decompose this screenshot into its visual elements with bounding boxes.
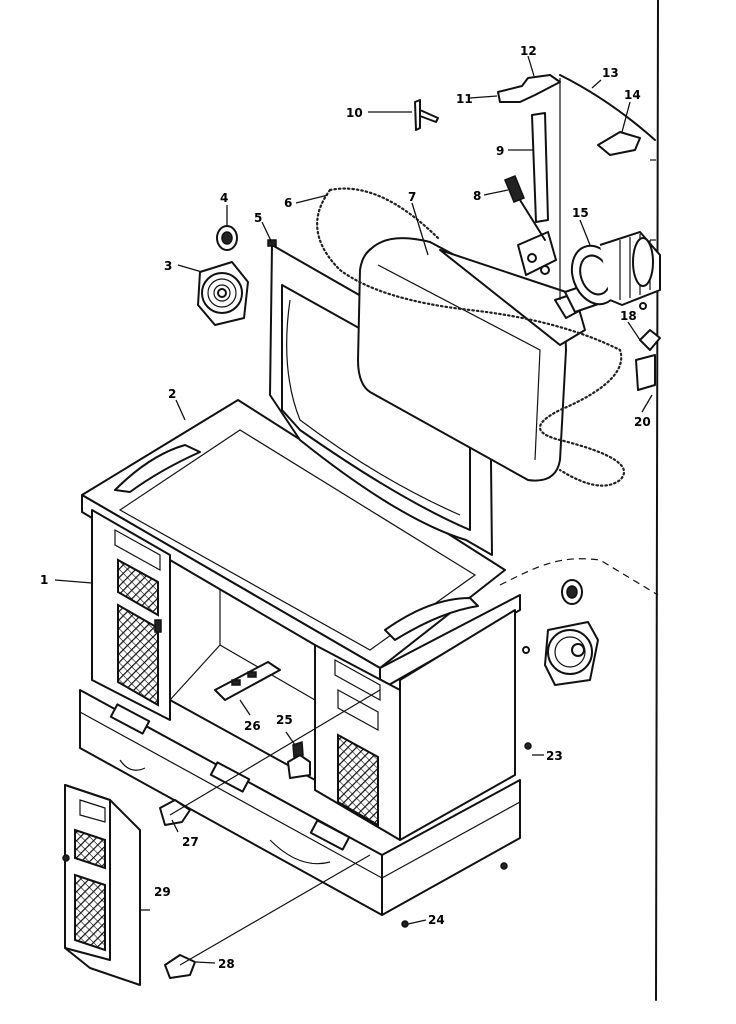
alignment-line-upper [169,689,381,816]
mounting-plate [635,354,656,391]
callout-4: 4 [220,191,228,205]
screw-23a [522,646,530,654]
wall-line [650,0,659,1001]
cabinet [79,399,521,916]
door-latch [287,740,311,779]
floor-outline [499,558,659,596]
callout-labels: 1 2 3 4 5 6 7 8 9 10 11 12 13 14 15 18 2… [40,44,651,971]
tube-clip [497,74,561,103]
callout-11: 11 [456,92,473,106]
picture-tube [357,237,611,482]
callout-6: 6 [284,196,292,210]
shelf-bracket [214,661,281,701]
speaker-right [544,579,599,686]
door-panel [62,784,141,986]
screw-24 [401,920,409,928]
cable-clip [639,329,661,351]
callout-15: 15 [572,206,589,220]
callout-7: 7 [408,190,416,204]
degaussing-coil [316,188,626,487]
callout-14: 14 [624,88,641,102]
callout-10: 10 [346,106,363,120]
callout-18: 18 [620,309,637,323]
callout-2: 2 [168,387,176,401]
callout-27: 27 [182,835,199,849]
ground-strap [559,74,656,141]
l-bracket [414,99,439,131]
callout-25: 25 [276,713,293,727]
strap-bracket [597,131,641,156]
support-bracket [504,78,561,300]
speaker-bracket-left [216,225,238,251]
callout-leaders [54,55,653,964]
callout-3: 3 [164,259,172,273]
callout-20: 20 [634,415,651,429]
callout-24: 24 [428,913,445,927]
callout-12: 12 [520,44,537,58]
screw-23b [524,742,532,750]
speaker-left [197,261,249,326]
degaussing-coil-upper [328,187,442,242]
mask-frame [267,239,493,556]
callout-26: 26 [244,719,261,733]
callout-23: 23 [546,749,563,763]
callout-29: 29 [154,885,171,899]
alignment-line-lower [179,854,371,966]
callout-9: 9 [496,144,504,158]
callout-1: 1 [40,573,48,587]
callout-8: 8 [473,189,481,203]
deflection-yoke [570,231,661,310]
callout-28: 28 [218,957,235,971]
callout-5: 5 [254,211,262,225]
callout-13: 13 [602,66,619,80]
